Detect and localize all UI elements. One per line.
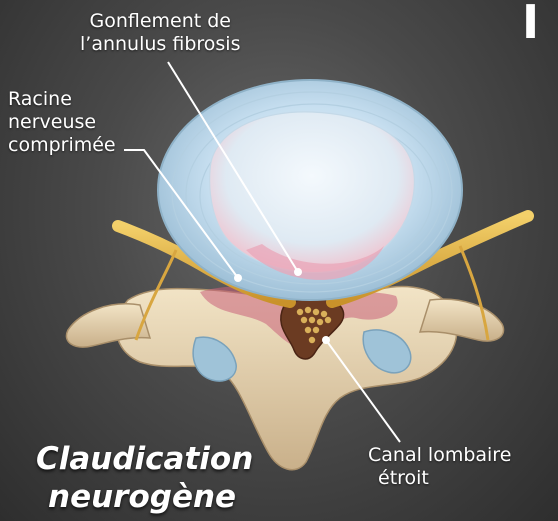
- canal-label: Canal lombaire étroit: [368, 444, 511, 490]
- diagram-title: Claudication neurogène: [36, 440, 253, 516]
- disc-nucleus: [210, 112, 415, 273]
- leader-dot-annulus: [294, 268, 302, 276]
- racine-label: Racine nerveuse comprimée: [8, 88, 116, 157]
- racine-label-line3: comprimée: [8, 134, 116, 157]
- canal-label-line1: Canal lombaire: [368, 444, 511, 467]
- title-line1: Claudication: [36, 440, 253, 478]
- annulus-label-line2: l’annulus fibrosis: [80, 33, 240, 56]
- corner-glyph: I: [522, 0, 539, 48]
- leader-dot-racine: [234, 274, 242, 282]
- canal-label-line2: étroit: [368, 467, 511, 490]
- racine-label-line2: nerveuse: [8, 111, 116, 134]
- title-line2: neurogène: [36, 478, 253, 516]
- annulus-label-line1: Gonflement de: [80, 10, 240, 33]
- racine-label-line1: Racine: [8, 88, 116, 111]
- leader-dot-canal: [322, 336, 330, 344]
- annulus-label: Gonflement de l’annulus fibrosis: [80, 10, 240, 56]
